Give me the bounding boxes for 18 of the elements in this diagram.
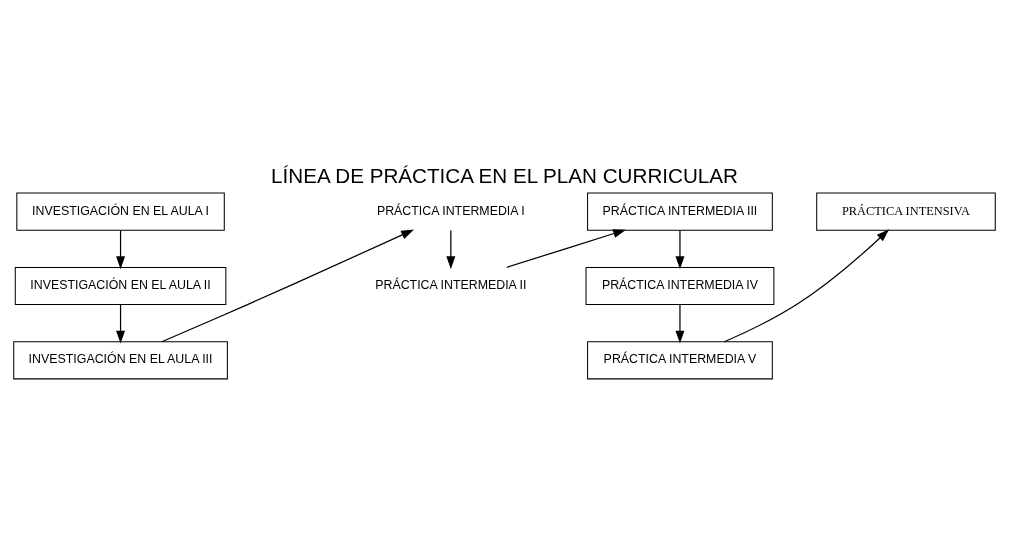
arrow <box>675 229 685 269</box>
arrow <box>116 303 126 343</box>
node-box: PRÁCTICA INTENSIVA <box>816 192 996 231</box>
arrow <box>506 228 626 268</box>
arrow <box>161 229 415 342</box>
diagram-title: LÍNEA DE PRÁCTICA EN EL PLAN CURRICULAR <box>271 163 738 187</box>
node-box: INVESTIGACIÓN EN EL AULA I <box>16 192 225 231</box>
arrow <box>446 229 456 269</box>
node-box: PRÁCTICA INTERMEDIA IV <box>585 266 775 305</box>
node-text: PRÁCTICA INTERMEDIA II <box>375 277 527 292</box>
node-box: INVESTIGACIÓN EN EL AULA III <box>13 340 228 379</box>
arrow <box>675 303 685 343</box>
node-box: INVESTIGACIÓN EN EL AULA II <box>14 266 227 305</box>
node-box: PRÁCTICA INTERMEDIA III <box>587 192 773 231</box>
node-box: PRÁCTICA INTERMEDIA V <box>587 340 773 379</box>
node-text: PRÁCTICA INTERMEDIA I <box>376 203 525 218</box>
arrow <box>116 229 126 269</box>
arrow <box>723 228 890 342</box>
